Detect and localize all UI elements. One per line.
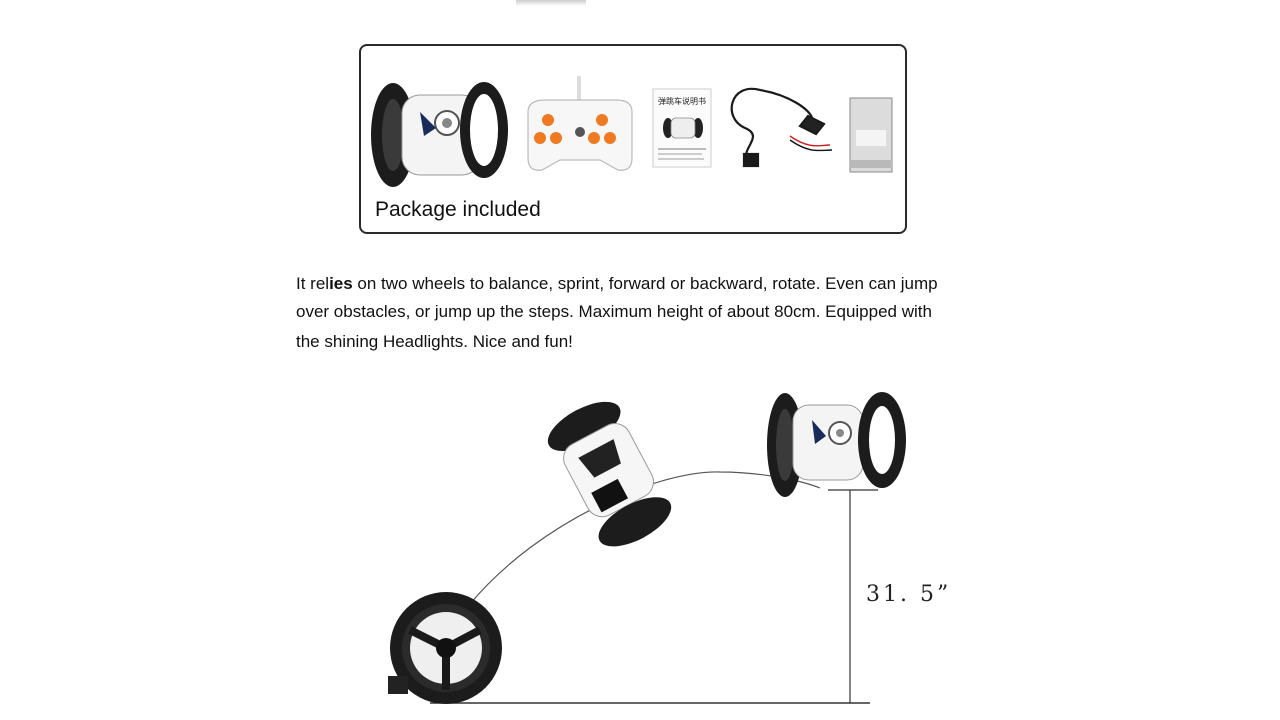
robot-landing-image xyxy=(767,392,906,497)
robot-midair-image xyxy=(547,401,672,547)
product-description: It relies on two wheels to balance, spri… xyxy=(296,270,996,356)
package-usb-cable-image xyxy=(730,87,833,168)
package-manual-image: 弹跳车说明书 xyxy=(652,88,712,168)
robot-ground-image xyxy=(388,592,502,704)
package-battery-image xyxy=(849,97,893,173)
jump-height-label: 31. 5” xyxy=(866,582,952,607)
package-included-label: Package included xyxy=(375,198,541,221)
manual-title: 弹跳车说明书 xyxy=(658,96,706,106)
description-line-3: the shining Headlights. Nice and fun! xyxy=(296,332,573,351)
description-line-1: It relies on two wheels to balance, spri… xyxy=(296,274,938,293)
description-line-2: over obstacles, or jump up the steps. Ma… xyxy=(296,302,932,321)
top-edge-fragment xyxy=(516,0,586,6)
package-robot-car-image xyxy=(371,82,508,187)
package-remote-controller-image xyxy=(527,76,633,171)
